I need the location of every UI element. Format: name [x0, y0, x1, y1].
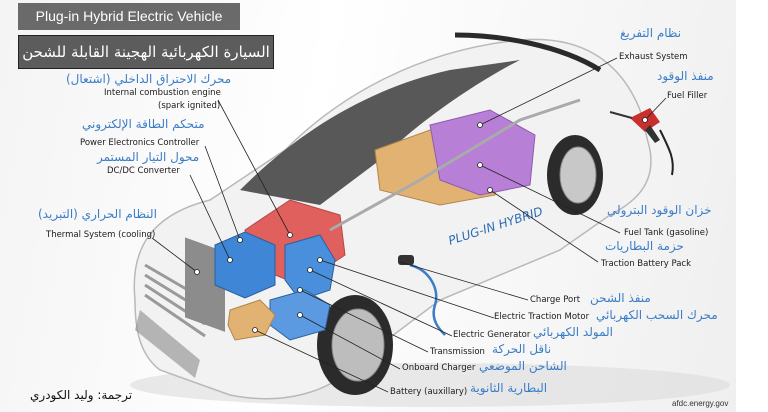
label-fuel-filler-ar: منفذ الوقود: [657, 69, 714, 83]
battery-pack: [429, 109, 536, 196]
title-english: Plug-in Hybrid Electric Vehicle: [18, 3, 240, 30]
source-link: afdc.energy.gov: [672, 399, 729, 408]
label-dcdc-ar: محول التيار المستمر: [97, 150, 200, 164]
label-aux-battery-ar: البطارية الثانوية: [470, 381, 548, 395]
label-fuel-filler-en: Fuel Filler: [667, 91, 708, 101]
label-transmission-en: Transmission: [430, 347, 485, 357]
title-arabic: السيارة الكهربائية الهجينة القابلة للشحن: [18, 35, 274, 69]
label-aux-battery-en: Battery (auxillary): [390, 387, 468, 397]
label-charge-port-en: Charge Port: [530, 295, 581, 305]
leader-dots: [194, 117, 648, 333]
lower-grille: [135, 310, 200, 378]
roof-stripe: [454, 32, 602, 73]
translator-credit: ترجمة: وليد الكودري: [30, 388, 133, 402]
label-generator-ar: المولد الكهربائي: [533, 325, 614, 339]
label-motor-en: Electric Traction Motor: [494, 312, 590, 322]
leader-lines: [151, 57, 667, 393]
label-charge-port-ar: منفذ الشحن: [590, 291, 651, 305]
label-ice-en2: (spark ignited): [158, 101, 221, 111]
label-generator-en: Electric Generator: [453, 330, 531, 340]
label-dcdc-en: DC/DC Converter: [107, 166, 180, 176]
margin: [736, 0, 768, 412]
label-motor-ar: محرك السحب الكهربائي: [596, 308, 718, 322]
label-exhaust-en: Exhaust System: [619, 52, 688, 62]
label-ice-en: Internal combustion engine: [104, 88, 221, 98]
label-exhaust-ar: نظام التفريغ: [620, 26, 682, 40]
label-battery-pack-en: Traction Battery Pack: [601, 259, 692, 269]
label-ice-ar: محرك الاحتراق الداخلي (اشتعال): [66, 72, 232, 86]
exhaust-pipe: [329, 98, 581, 232]
power-electronics: [214, 231, 276, 299]
label-pec-ar: متحكم الطاقة الإلكتروني: [82, 117, 205, 131]
label-charger-en: Onboard Charger: [402, 363, 476, 373]
label-fuel-tank-ar: خزان الوقود البترولي: [607, 203, 712, 217]
label-fuel-tank-en: Fuel Tank (gasoline): [624, 228, 709, 238]
rear-wheel: [547, 135, 603, 215]
label-battery-pack-ar: حزمة البطاريات: [605, 239, 684, 253]
label-charger-ar: الشاحن الموضعي: [479, 359, 567, 373]
label-pec-en: Power Electronics Controller: [80, 138, 200, 148]
charge-cable: [409, 263, 446, 336]
car-windshield: [240, 60, 520, 205]
label-thermal-ar: النظام الحراري (التبريد): [38, 207, 157, 221]
label-transmission-ar: ناقل الحركة: [492, 342, 552, 356]
label-thermal-en: Thermal System (cooling): [46, 230, 156, 240]
